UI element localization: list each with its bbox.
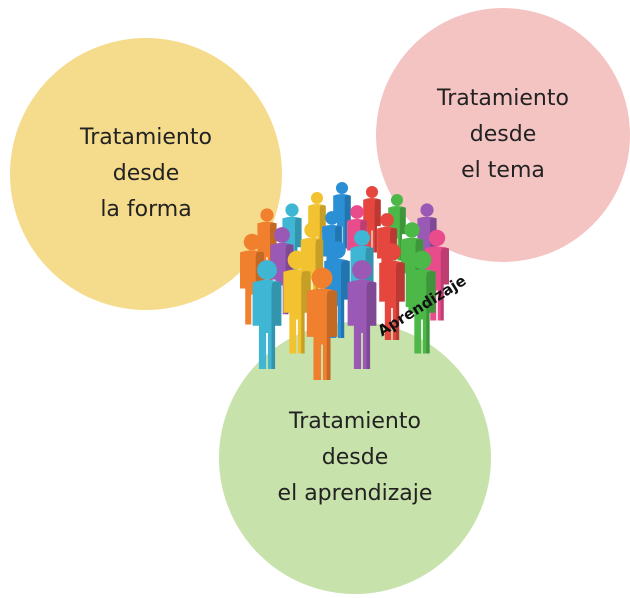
person-figure bbox=[252, 260, 282, 369]
circle-tema-line-2: desde bbox=[469, 122, 537, 147]
circle-forma-line-1: Tratamiento bbox=[80, 125, 212, 150]
circle-aprendizaje-line-1: Tratamiento bbox=[289, 409, 421, 434]
circle-forma: Tratamiento desde la forma bbox=[10, 38, 282, 310]
circle-tema-line-3: el tema bbox=[461, 158, 545, 183]
person-figure bbox=[408, 250, 436, 354]
person-figure bbox=[306, 267, 338, 380]
circle-aprendizaje-line-2: desde bbox=[321, 445, 389, 470]
people-crowd-illustration bbox=[240, 181, 449, 380]
person-figure bbox=[347, 260, 377, 369]
circle-forma-line-3: la forma bbox=[100, 197, 192, 222]
circle-forma-line-2: desde bbox=[112, 161, 180, 186]
circle-tema-line-1: Tratamiento bbox=[437, 86, 569, 111]
circle-aprendizaje-line-3: el aprendizaje bbox=[277, 481, 433, 506]
person-figure bbox=[379, 243, 405, 340]
